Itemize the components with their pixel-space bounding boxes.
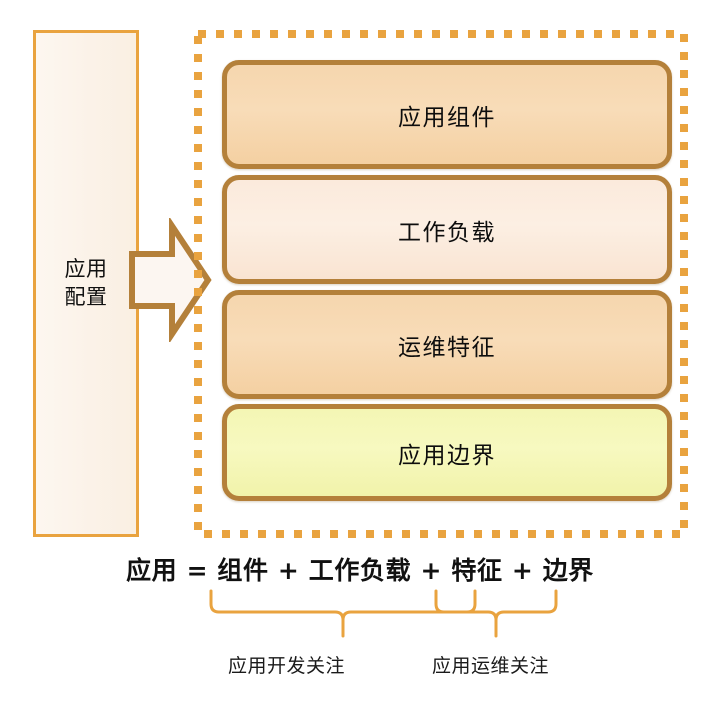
layer-label-workload: 工作负载 <box>398 219 496 246</box>
layer-workload[interactable]: 工作负载 <box>222 175 672 284</box>
layer-label-operation-trait: 运维特征 <box>398 334 496 361</box>
brace-ops <box>434 589 558 638</box>
layer-application-scope[interactable]: 应用边界 <box>222 404 672 501</box>
dotted-border <box>194 30 688 538</box>
application-formula: 应用 = 组件 + 工作负载 + 特征 + 边界 <box>126 556 594 585</box>
application-boundary-container <box>194 30 688 538</box>
right-block-arrow-icon <box>129 218 212 342</box>
application-config-box: 应用 配置 <box>33 30 139 537</box>
layer-application-component[interactable]: 应用组件 <box>222 60 672 169</box>
caption-application-development-concern: 应用开发关注 <box>228 655 346 677</box>
caption-application-operation-concern: 应用运维关注 <box>432 655 550 677</box>
application-config-label: 应用 配置 <box>64 256 108 309</box>
layer-operation-trait[interactable]: 运维特征 <box>222 290 672 399</box>
layer-label-application-scope: 应用边界 <box>398 442 496 469</box>
grouping-brace-ops-wrap <box>434 589 558 638</box>
layer-label-application-component: 应用组件 <box>398 104 496 131</box>
